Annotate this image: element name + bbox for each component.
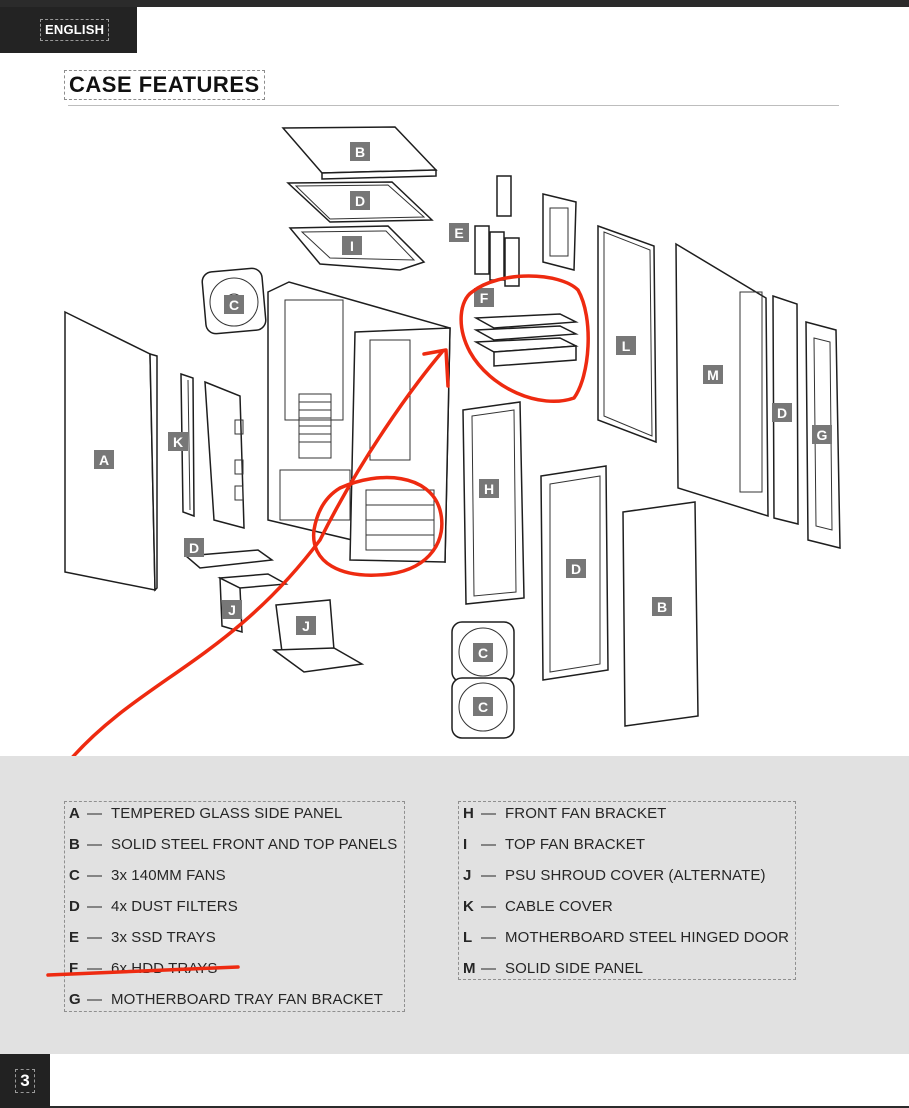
legend-item: J—PSU SHROUD COVER (ALTERNATE) bbox=[463, 866, 766, 884]
bottom-rule bbox=[50, 1106, 909, 1108]
part-ssd-trays bbox=[474, 175, 520, 287]
tag-i: I bbox=[342, 236, 362, 255]
svg-text:L: L bbox=[622, 338, 631, 354]
svg-text:H: H bbox=[484, 481, 494, 497]
tag-c-front-2: C bbox=[473, 697, 493, 716]
legend-item: K—CABLE COVER bbox=[463, 897, 613, 915]
svg-text:B: B bbox=[657, 599, 667, 615]
legend-panel: A—TEMPERED GLASS SIDE PANEL B—SOLID STEE… bbox=[0, 756, 909, 1054]
red-arrow-head bbox=[422, 348, 450, 388]
svg-text:D: D bbox=[355, 193, 365, 209]
legend-item: L—MOTHERBOARD STEEL HINGED DOOR bbox=[463, 928, 790, 946]
tag-c-top: C bbox=[224, 295, 244, 314]
tag-b-front: B bbox=[652, 597, 672, 616]
svg-text:D: D bbox=[571, 561, 581, 577]
tag-m: M bbox=[703, 365, 723, 384]
svg-text:G: G bbox=[817, 427, 828, 443]
svg-text:B: B bbox=[355, 144, 365, 160]
tag-d-bottom: D bbox=[184, 538, 204, 557]
top-bar bbox=[0, 0, 909, 7]
svg-text:A: A bbox=[99, 452, 109, 468]
legend-item: I—TOP FAN BRACKET bbox=[463, 835, 646, 853]
page-number-box: 3 bbox=[0, 1054, 50, 1108]
part-hdd-trays bbox=[473, 313, 579, 367]
svg-text:C: C bbox=[478, 645, 488, 661]
legend-column-left: A—TEMPERED GLASS SIDE PANEL B—SOLID STEE… bbox=[64, 801, 405, 1012]
svg-text:F: F bbox=[480, 290, 489, 306]
svg-text:J: J bbox=[228, 602, 236, 618]
tag-j-2: J bbox=[296, 616, 316, 635]
svg-text:C: C bbox=[229, 297, 239, 313]
tag-b-top: B bbox=[350, 142, 370, 161]
svg-text:K: K bbox=[173, 434, 183, 450]
tag-c-front-1: C bbox=[473, 643, 493, 662]
language-label: ENGLISH bbox=[40, 19, 110, 41]
svg-text:M: M bbox=[707, 367, 719, 383]
red-circle-hdd-trays bbox=[459, 274, 590, 404]
tag-d-side: D bbox=[772, 403, 792, 422]
tag-g: G bbox=[812, 425, 832, 444]
part-chassis bbox=[267, 281, 451, 563]
svg-text:J: J bbox=[302, 618, 310, 634]
tag-d-top: D bbox=[350, 191, 370, 210]
legend-column-right: H—FRONT FAN BRACKET I—TOP FAN BRACKET J—… bbox=[458, 801, 796, 980]
svg-text:C: C bbox=[478, 699, 488, 715]
section-title-box: CASE FEATURES bbox=[64, 70, 265, 100]
part-hinged-door bbox=[597, 224, 657, 444]
red-arrow-line bbox=[71, 350, 444, 756]
red-circle-hdd-cage bbox=[311, 475, 444, 577]
tag-e: E bbox=[449, 223, 469, 242]
tag-j-1: J bbox=[222, 600, 242, 619]
language-tab: ENGLISH bbox=[0, 7, 137, 53]
svg-text:E: E bbox=[454, 225, 463, 241]
tag-d-front: D bbox=[566, 559, 586, 578]
page-number: 3 bbox=[15, 1069, 35, 1093]
svg-text:D: D bbox=[777, 405, 787, 421]
exploded-case-diagram: B D I E C F L M D G K A H D D B J J C C bbox=[64, 126, 841, 756]
legend-item: H—FRONT FAN BRACKET bbox=[463, 804, 667, 822]
legend-item: D—4x DUST FILTERS bbox=[69, 897, 238, 915]
legend-item: G—MOTHERBOARD TRAY FAN BRACKET bbox=[69, 990, 384, 1008]
red-underline-hdd bbox=[46, 965, 240, 977]
section-title: CASE FEATURES bbox=[69, 72, 260, 97]
part-shroud-cover-2 bbox=[271, 599, 365, 673]
title-divider bbox=[68, 105, 839, 106]
part-bottom-dust-filter bbox=[184, 549, 275, 569]
tag-l: L bbox=[616, 336, 636, 355]
tag-f: F bbox=[474, 288, 494, 307]
tag-a: A bbox=[94, 450, 114, 469]
legend-item: C—3x 140MM FANS bbox=[69, 866, 226, 884]
legend-item: M—SOLID SIDE PANEL bbox=[463, 959, 644, 977]
tag-k: K bbox=[168, 432, 188, 451]
legend-item: A—TEMPERED GLASS SIDE PANEL bbox=[69, 804, 343, 822]
part-psu-bracket bbox=[204, 380, 245, 529]
legend-item: E—3x SSD TRAYS bbox=[69, 928, 216, 946]
legend-item: B—SOLID STEEL FRONT AND TOP PANELS bbox=[69, 835, 398, 853]
tag-h: H bbox=[479, 479, 499, 498]
svg-text:D: D bbox=[189, 540, 199, 556]
part-ssd-bracket bbox=[542, 193, 577, 271]
svg-text:I: I bbox=[350, 238, 354, 254]
part-front-fan-bracket bbox=[462, 401, 525, 605]
